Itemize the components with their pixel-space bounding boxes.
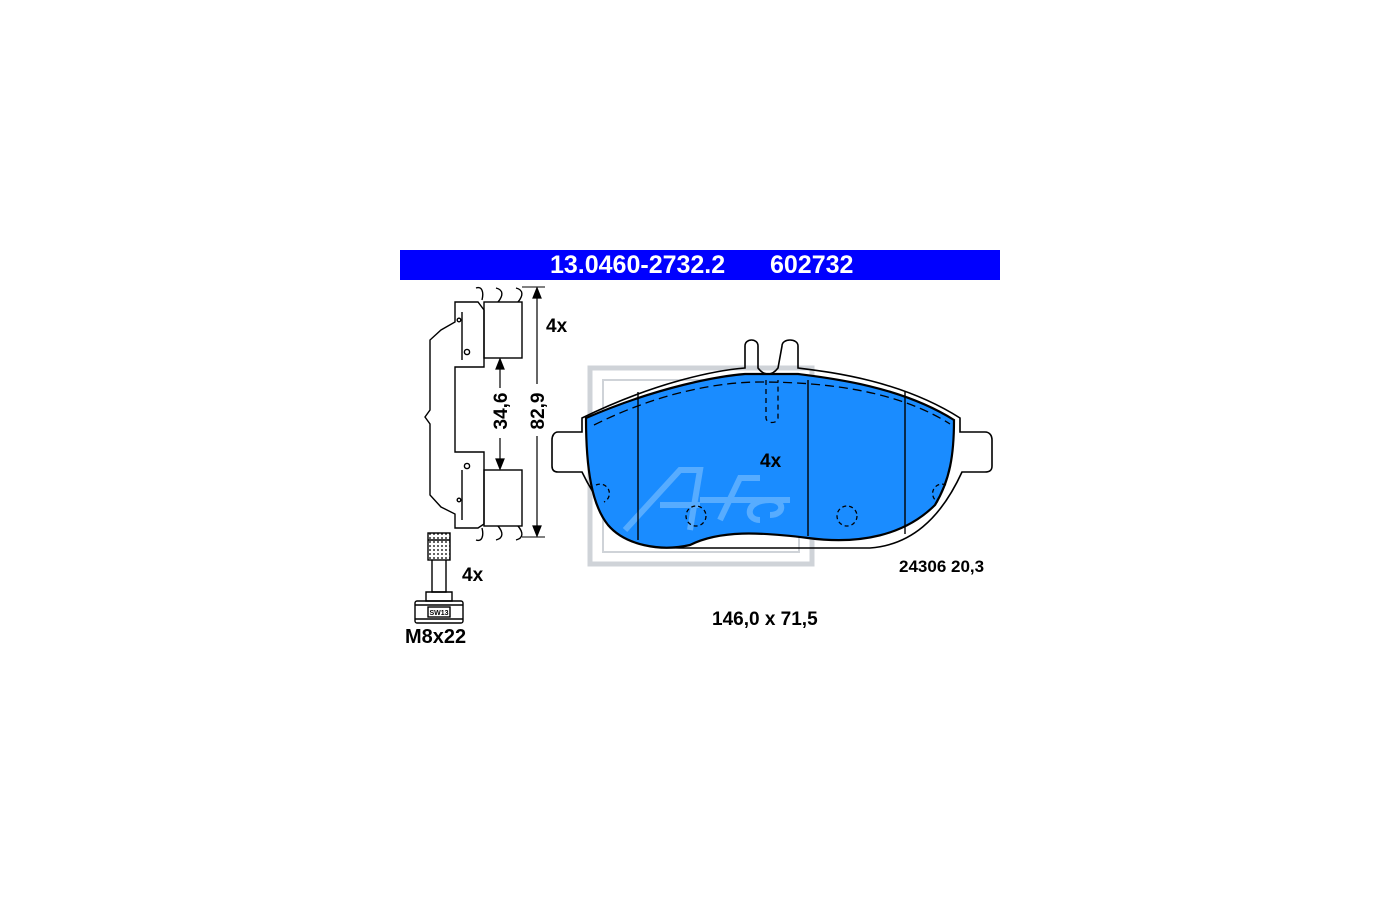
clip-assembly-drawing	[424, 286, 545, 542]
bolt-drawing	[414, 532, 464, 624]
clip-dimension-outer-label: 82,9	[528, 393, 549, 430]
pad-quantity-label: 4x	[760, 451, 782, 472]
reference-number: 602732	[770, 251, 854, 279]
bolt-wrench-size-label: SW13	[429, 610, 448, 617]
brake-pad-grooves	[637, 380, 906, 540]
part-number: 13.0460-2732.2	[550, 251, 726, 279]
brake-pad-wear-line	[593, 381, 951, 426]
clip-quantity-label: 4x	[546, 316, 568, 337]
ate-logo-mark	[622, 467, 790, 533]
pad-dimensions-label: 146,0 x 71,5	[712, 609, 818, 630]
pad-code-label: 24306 20,3	[899, 557, 985, 576]
dimension-arrows	[495, 286, 542, 538]
clip-dimension-inner-label: 34,6	[491, 393, 512, 430]
brake-pad-backing-plate	[551, 339, 993, 549]
brake-pad-sensor-slot	[765, 380, 779, 424]
bolt-quantity-label: 4x	[462, 565, 484, 586]
header-banner: 13.0460-2732.2 602732	[400, 250, 1000, 280]
bolt-size-label: M8x22	[405, 626, 467, 648]
brake-pad-dashed-circles	[595, 483, 947, 527]
